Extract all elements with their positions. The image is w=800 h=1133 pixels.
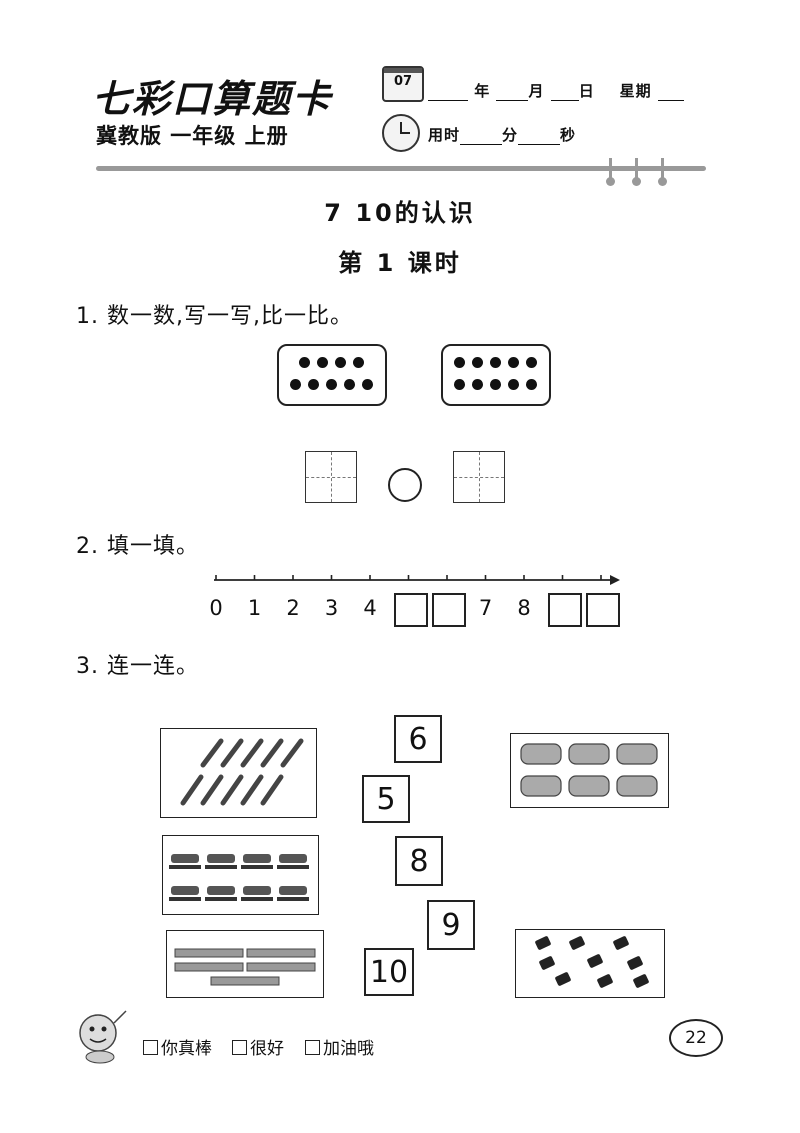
date-weekday-label: 星期 — [619, 82, 652, 100]
dot-box-right — [441, 344, 551, 406]
question-3-prompt: 3. 连一连。 — [76, 654, 199, 679]
number-line-label: 8 — [517, 596, 531, 620]
cartoon-mascot-icon — [79, 1010, 127, 1064]
erasers-picture[interactable] — [515, 929, 665, 998]
dot — [344, 379, 355, 390]
number-line-label: 7 — [478, 596, 493, 620]
checkbox-icon[interactable] — [143, 1040, 158, 1055]
number-line-label: 0 — [209, 596, 223, 620]
rating-option-2-label: 很好 — [250, 1039, 284, 1059]
dot — [526, 357, 537, 368]
clock-icon — [382, 114, 420, 152]
rulers-picture[interactable] — [166, 930, 324, 998]
date-line: 年 月 日 星期 — [428, 80, 684, 101]
time-used-label: 用时 — [428, 126, 461, 144]
dot — [454, 357, 465, 368]
dot — [335, 357, 346, 368]
number-line-label: 4 — [363, 596, 377, 620]
dot — [526, 379, 537, 390]
question-2-prompt: 2. 填一填。 — [76, 534, 199, 559]
number-card-6[interactable]: 6 — [394, 715, 442, 763]
number-line-blank-box[interactable] — [393, 593, 428, 627]
dot — [508, 357, 519, 368]
staplers-picture[interactable] — [162, 835, 319, 915]
question-1-prompt: 1. 数一数,写一写,比一比。 — [76, 304, 353, 329]
dot — [490, 379, 501, 390]
dot — [454, 379, 465, 390]
dot-box-left — [277, 344, 387, 406]
lesson-subtitle: 第 1 课时 — [338, 249, 462, 277]
number-card-9[interactable]: 9 — [427, 900, 475, 950]
number-line-blank-box[interactable] — [432, 593, 466, 627]
lesson-title: 7 10的认识 — [324, 199, 476, 227]
rating-option-3-label: 加油哦 — [323, 1039, 374, 1059]
dot — [326, 379, 337, 390]
number-card-5[interactable]: 5 — [362, 775, 410, 823]
number-card-10[interactable]: 10 — [364, 948, 414, 996]
calendar-icon: 07 — [382, 66, 424, 102]
dot — [317, 357, 328, 368]
page-number: 22 — [669, 1019, 723, 1057]
number-line-label: 3 — [324, 596, 339, 620]
binder-pin — [658, 158, 667, 186]
binder-pin — [632, 158, 641, 186]
pencil-icon — [180, 738, 304, 806]
dot — [508, 379, 519, 390]
date-day-label: 日 — [578, 82, 595, 100]
date-year-label: 年 — [474, 82, 491, 100]
time-seconds-label: 秒 — [560, 126, 577, 144]
rating-option-1-label: 你真棒 — [161, 1039, 212, 1059]
dot — [299, 357, 310, 368]
dot — [472, 379, 483, 390]
rating-option-3[interactable]: 加油哦 — [305, 1034, 374, 1059]
ruler-icon — [174, 948, 316, 986]
dot — [353, 357, 364, 368]
pencils-picture[interactable] — [160, 728, 317, 818]
dot — [290, 379, 301, 390]
date-month-label: 月 — [528, 82, 545, 100]
number-line-blank-box[interactable] — [547, 593, 582, 627]
number-line-label: 1 — [247, 596, 262, 620]
brand-title: 七彩口算题卡 — [92, 76, 333, 121]
calendar-number: 07 — [393, 74, 413, 89]
rating-option-1[interactable]: 你真棒 — [143, 1034, 212, 1059]
pencil-cases-picture[interactable] — [510, 733, 669, 808]
number-card-8[interactable]: 8 — [395, 836, 443, 886]
binder-pin — [606, 158, 615, 186]
dot — [472, 357, 483, 368]
dot — [490, 357, 501, 368]
rating-option-2[interactable]: 很好 — [232, 1034, 284, 1059]
eraser-icon — [535, 936, 649, 988]
number-line-blank-box[interactable] — [586, 593, 620, 627]
checkbox-icon[interactable] — [232, 1040, 247, 1055]
number-line — [214, 575, 620, 585]
answer-box-right[interactable] — [453, 451, 505, 503]
dot — [308, 379, 319, 390]
time-line: 用时 分 秒 — [428, 124, 576, 145]
pencil-case-icon — [520, 743, 658, 797]
answer-box-left[interactable] — [305, 451, 357, 503]
header-divider — [96, 166, 706, 171]
time-minutes-label: 分 — [502, 126, 519, 144]
dot — [362, 379, 373, 390]
stapler-icon — [169, 854, 309, 901]
compare-circle[interactable] — [388, 468, 422, 502]
checkbox-icon[interactable] — [305, 1040, 320, 1055]
edition-label: 冀教版 一年级 上册 — [96, 124, 289, 148]
number-line-label: 2 — [286, 596, 300, 620]
